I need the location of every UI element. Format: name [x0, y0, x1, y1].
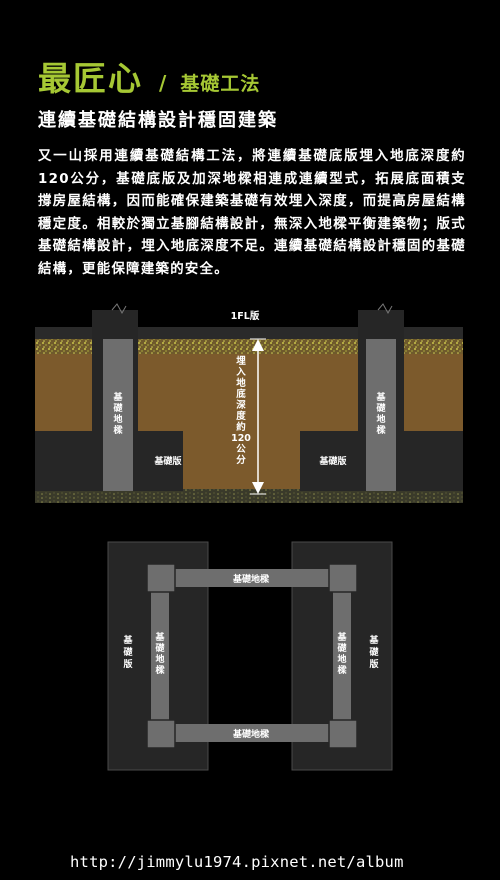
plan-left-slab-label-char: 基	[122, 634, 133, 646]
left-beam-label: 基礎地樑	[112, 391, 123, 436]
title-slash: /	[159, 71, 167, 95]
plan-left-beam-label-char: 地	[155, 653, 164, 665]
left-beam-label-char: 基	[112, 391, 123, 403]
right-beam-label: 基礎地樑	[375, 391, 386, 436]
depth-label-char: 分	[236, 454, 246, 466]
depth-arrow-top	[252, 339, 264, 351]
plan-left-beam-label-char: 礎	[154, 642, 165, 654]
depth-label-char: 深	[236, 399, 246, 411]
grass-layer	[35, 338, 463, 354]
plan-top-beam-label: 基礎地樑	[232, 573, 270, 585]
depth-label-char: 約	[236, 421, 246, 433]
plan-right-slab-label-char: 礎	[368, 646, 379, 658]
plan-left-beam-label-char: 樑	[155, 664, 165, 676]
page-title: 最匠心	[38, 59, 143, 98]
left-slab-label: 基礎版	[153, 455, 181, 467]
left-beam-label-char: 礎	[112, 402, 123, 414]
left-beam-label-char: 地	[113, 413, 122, 425]
plan-right-beam-label: 基礎地樑	[336, 631, 347, 676]
depth-arrow-bottom	[252, 482, 264, 494]
depth-label: 埋入地底深度約120公分	[231, 355, 251, 466]
ground-bottom	[35, 489, 463, 503]
right-beam-label-char: 樑	[376, 424, 386, 436]
plan-right-slab-label-char: 版	[368, 658, 378, 670]
plan-right-beam-label-char: 樑	[337, 664, 347, 676]
plan-column-top-left	[146, 563, 176, 593]
right-beam-label-char: 基	[375, 391, 386, 403]
plan-column-bottom-left	[146, 719, 176, 749]
plan-bottom-beam-label: 基礎地樑	[232, 728, 270, 740]
body-paragraph: 又一山採用連續基礎結構工法，將連續基礎底版埋入地底深度約120公分，基礎底版及加…	[38, 149, 466, 277]
plan-left-beam-label: 基礎地樑	[154, 631, 165, 676]
left-break-mark	[111, 303, 127, 315]
plan-top-beam	[172, 569, 330, 587]
plan-column-bottom-right	[328, 719, 358, 749]
plan-left-slab-label-char: 礎	[122, 646, 133, 658]
left-column-stub	[92, 310, 138, 332]
depth-label-char: 120	[231, 433, 251, 444]
plan-right-slab-label-char: 基	[368, 634, 379, 646]
left-grade-beam	[103, 339, 133, 491]
depth-label-char: 公	[236, 444, 246, 455]
right-break-mark	[377, 303, 393, 315]
section-diagram: 1FL版 基礎地樑 基礎地樑 埋入地底深度約120公分 基礎版 基礎版	[35, 303, 463, 503]
plan-right-beam-label-char: 礎	[336, 642, 347, 654]
depth-label-char: 入	[235, 367, 246, 378]
plan-right-beam	[333, 588, 351, 722]
plan-left-slab-label: 基礎版	[122, 634, 133, 670]
depth-label-char: 底	[235, 388, 246, 400]
right-beam-label-char: 礎	[375, 402, 386, 414]
plan-right-slab-label: 基礎版	[368, 634, 379, 670]
subtitle: 連續基礎結構設計穩固建築	[38, 110, 278, 131]
plan-right-beam-label-char: 地	[337, 653, 346, 665]
depth-label-char: 埋	[236, 355, 246, 367]
page-title-sub: 基礎工法	[180, 73, 261, 95]
floor-slab	[35, 327, 463, 339]
right-column-stub	[358, 310, 404, 332]
title-row: 最匠心 / 基礎工法	[38, 52, 260, 100]
plan-left-slab-label-char: 版	[122, 658, 132, 670]
depth-label-char: 地	[236, 377, 246, 389]
left-beam-label-char: 樑	[113, 424, 123, 436]
right-slab-label: 基礎版	[318, 455, 346, 467]
plan-left-beam	[151, 588, 169, 722]
plan-right-beam-label-char: 基	[336, 631, 347, 643]
floor-label: 1FL版	[231, 310, 260, 322]
plan-diagram: 基礎地樑 基礎地樑 基礎地樑 基礎地樑 基礎版 基礎版	[107, 541, 393, 771]
right-grade-beam	[366, 339, 396, 491]
depth-label-char: 度	[236, 410, 246, 422]
right-beam-label-char: 地	[376, 413, 385, 425]
plan-column-top-right	[328, 563, 358, 593]
plan-bottom-beam	[172, 724, 330, 742]
watermark-url: http://jimmylu1974.pixnet.net/album	[70, 853, 404, 871]
plan-left-beam-label-char: 基	[154, 631, 165, 643]
